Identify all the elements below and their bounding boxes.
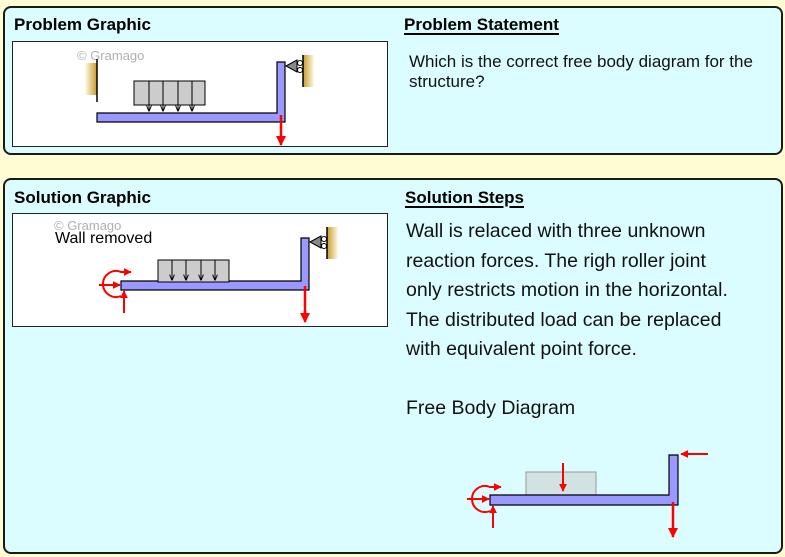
watermark: © Gramago (77, 48, 145, 63)
moment-reaction-arrow (471, 483, 502, 513)
moment-reaction-arrow (102, 268, 132, 298)
step-line: only restricts motion in the horizontal. (406, 279, 728, 301)
equivalent-load-box (525, 471, 597, 496)
solution-graphic: © Gramago Wall removed (12, 213, 388, 327)
problem-graphic-title: Problem Graphic (14, 15, 151, 34)
step-line: The distributed load can be replaced (406, 308, 722, 331)
solution-graphic-title: Solution Graphic (14, 188, 151, 207)
right-wall (303, 55, 314, 87)
free-body-diagram (467, 450, 708, 538)
step-line: with equivalent point force. (406, 338, 637, 360)
right-wall (327, 227, 338, 259)
roller-wheel (297, 67, 303, 73)
beam (489, 454, 679, 506)
fixed-wall (85, 63, 97, 95)
solution-steps-title: Solution Steps (405, 188, 524, 207)
beam (96, 61, 286, 123)
load-arrows (149, 81, 192, 111)
fbd-title: Free Body Diagram (406, 397, 576, 419)
load-arrows (172, 260, 215, 280)
problem-panel: Problem Graphic © Gramago Problem Statem… (3, 6, 783, 155)
distributed-load-box (157, 259, 230, 283)
roller-support (284, 59, 298, 73)
problem-graphic: © Gramago (12, 41, 388, 147)
roller-support (308, 235, 322, 249)
step-line: Wall is relaced with three unknown (406, 220, 706, 242)
solution-panel: Solution Graphic © Gramago Wall removed … (3, 178, 783, 554)
problem-statement-title: Problem Statement (404, 15, 559, 34)
solution-structure-diagram (99, 227, 338, 323)
problem-statement-text: Which is the correct free body diagram f… (409, 52, 753, 91)
distributed-load-box (133, 80, 206, 106)
problem-structure-diagram (85, 55, 314, 146)
watermark: © Gramago (54, 218, 122, 233)
solution-steps-text: Wall is relaced with three unknown react… (406, 217, 728, 365)
beam (120, 237, 310, 291)
step-line: reaction forces. The righ roller joint (406, 249, 706, 272)
roller-wheel (297, 60, 303, 66)
wall-removed-label: Wall removed (55, 230, 153, 247)
